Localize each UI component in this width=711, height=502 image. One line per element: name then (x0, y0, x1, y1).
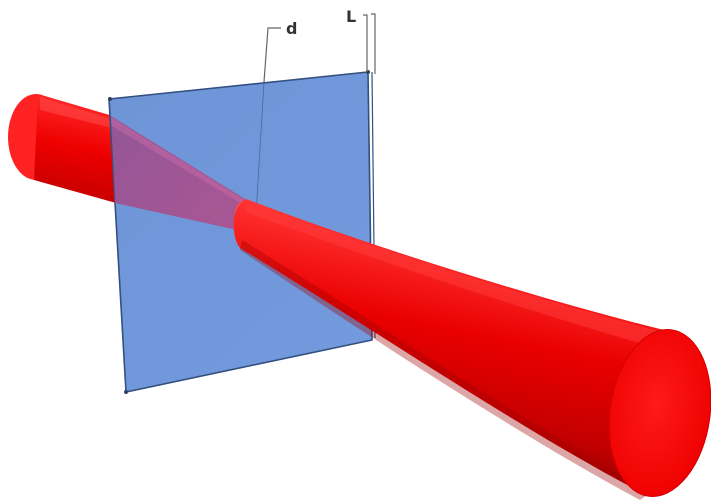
outgoing-beam-body (233, 199, 676, 497)
outgoing-beam (233, 199, 711, 500)
d-label: d (286, 19, 297, 38)
L-bracket-left (363, 14, 368, 72)
focus-depth-line (255, 81, 265, 216)
incoming-beam (8, 94, 116, 203)
outgoing-beam-end-cap (609, 329, 711, 497)
dimension-L: L (346, 7, 376, 74)
d-bracket (263, 27, 281, 83)
beam-inside-plate (111, 116, 246, 232)
dimension-d: d (263, 19, 297, 83)
L-label: L (346, 7, 356, 26)
L-bracket-right (371, 13, 376, 74)
plate-outline (108, 71, 373, 393)
